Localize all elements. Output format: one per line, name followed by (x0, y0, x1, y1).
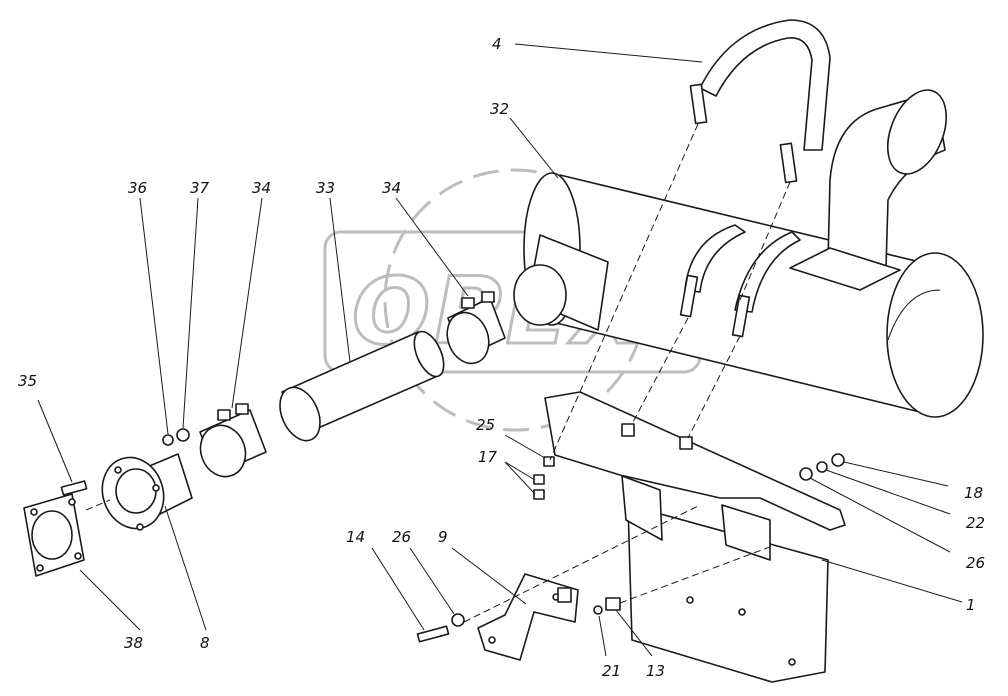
bolt-13-washer-21 (593, 597, 621, 615)
callout-22: 22 (966, 514, 985, 532)
callout-32: 32 (490, 100, 509, 118)
callout-25: 25 (476, 416, 495, 434)
callout-17: 17 (478, 448, 498, 466)
clamp-34-right (446, 291, 506, 365)
callout-13: 13 (646, 662, 665, 680)
muffler-band-straps (679, 224, 801, 338)
callout-36: 36 (128, 179, 147, 197)
callout-18: 18 (964, 484, 983, 502)
callout-9: 9 (438, 528, 448, 546)
exhaust-elbow-pipe (789, 89, 948, 291)
pipe-33 (279, 330, 445, 442)
flange-pipe-8 (101, 453, 193, 531)
callout-21: 21 (602, 662, 621, 680)
callout-34-right: 34 (382, 179, 401, 197)
washer-36-nut-37 (162, 428, 190, 446)
clamp-34-left (199, 403, 267, 478)
callout-33: 33 (316, 179, 335, 197)
leader-lines (37, 43, 963, 657)
callout-26-left: 26 (392, 528, 411, 546)
callout-37: 37 (190, 179, 210, 197)
callout-4: 4 (492, 35, 502, 53)
callout-14: 14 (346, 528, 365, 546)
nuts-17-25 (533, 456, 555, 500)
bolt-14-washer-26 (416, 613, 465, 643)
small-bracket (477, 573, 579, 661)
u-bolt-clamp (689, 19, 831, 184)
callout-34-left: 34 (252, 179, 271, 197)
nut-18-washers-22-26 (799, 453, 845, 481)
muffler-body (513, 172, 984, 418)
mounting-bracket (544, 391, 846, 683)
callout-1: 1 (966, 596, 976, 614)
callout-26-right: 26 (966, 554, 985, 572)
callout-38: 38 (124, 634, 143, 652)
callout-labels: 4 32 36 37 34 33 34 35 25 17 14 26 9 38 … (18, 35, 985, 680)
callout-8: 8 (200, 634, 210, 652)
callout-35: 35 (18, 372, 37, 390)
gasket-38 (23, 493, 85, 577)
assembly-axis-lines (85, 123, 791, 623)
stud-35 (60, 480, 88, 496)
